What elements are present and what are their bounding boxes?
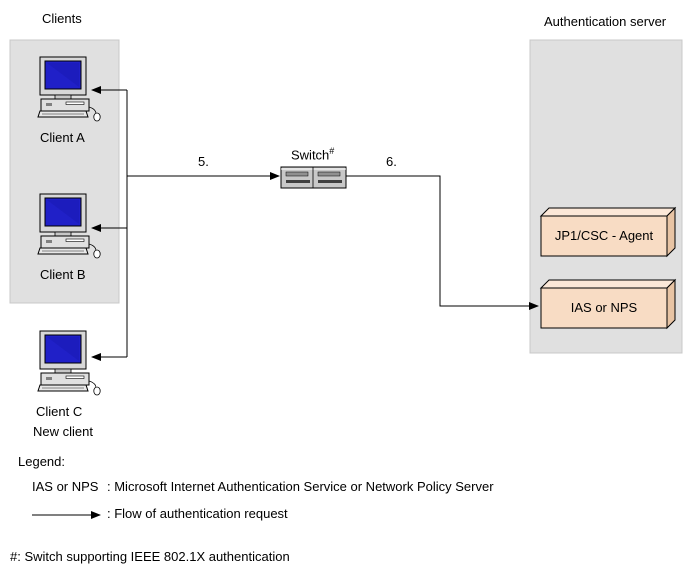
client-c-note: New client — [33, 424, 93, 439]
legend-ias-description: : Microsoft Internet Authentication Serv… — [107, 479, 494, 494]
client-c-computer-icon — [37, 330, 101, 396]
ias-nps-box — [539, 278, 677, 330]
step-6-label: 6. — [386, 154, 397, 169]
client-b-label: Client B — [40, 267, 86, 282]
client-a-label: Client A — [40, 130, 85, 145]
ias-nps-label: IAS or NPS — [570, 300, 638, 315]
server-group-title: Authentication server — [544, 14, 667, 29]
switch-label: Switch# — [291, 146, 335, 163]
legend-arrow-description: : Flow of authentication request — [107, 506, 288, 521]
arrow-to-ias — [346, 175, 539, 310]
footnote: #: Switch supporting IEEE 802.1X authent… — [10, 549, 290, 564]
clients-group-title: Clients — [42, 11, 82, 26]
jp1-agent-label: JP1/CSC - Agent — [554, 228, 654, 243]
legend-ias-term: IAS or NPS — [32, 479, 99, 494]
legend-title: Legend: — [18, 454, 65, 469]
step-5-label: 5. — [198, 154, 209, 169]
client-c-label: Client C — [36, 404, 83, 419]
jp1-agent-box — [539, 206, 677, 258]
switch-icon — [280, 166, 347, 189]
